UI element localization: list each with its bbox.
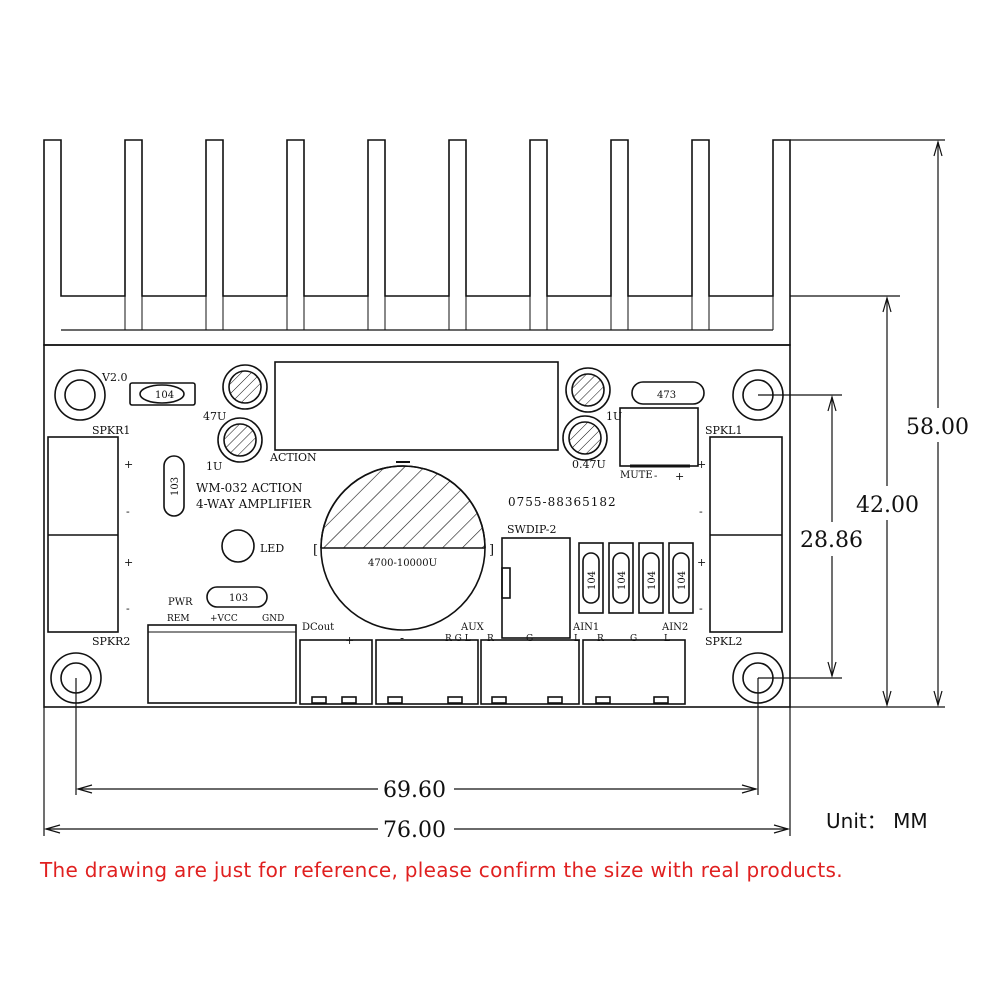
resistor-103-horizontal: [206, 586, 268, 608]
resistor-103-vertical-label: 103: [170, 477, 181, 496]
aux-minus: -: [400, 631, 404, 645]
spkl-plus-2: +: [697, 556, 706, 569]
width-total-label: 76.00: [383, 818, 446, 843]
ain2-connector: [582, 639, 686, 705]
pwr-label: PWR: [168, 597, 193, 608]
capacitor-47u: [222, 364, 268, 410]
mounting-hole-top-left: [54, 369, 106, 421]
dip-104-2: 104: [617, 571, 628, 590]
swdip-label: SWDIP-2: [507, 523, 557, 536]
swdip-switch: [501, 537, 571, 639]
ain2-label: AIN2: [661, 622, 688, 633]
board-outline: [43, 344, 791, 708]
led-label: LED: [260, 542, 284, 555]
ic-chip: [274, 361, 559, 451]
resistor-473-body: [631, 381, 705, 405]
pcb-board: [43, 344, 791, 708]
resistor-103-vertical: [163, 455, 185, 517]
ain2-l: L: [664, 634, 670, 644]
cap-1u-right-label: 1U: [606, 410, 622, 423]
mute-minus: -: [654, 471, 657, 482]
board-labels: V2.0 104 47U 1U ACTION 1U 0.47U 473 MUTE…: [92, 371, 742, 648]
bracket-left: [: [313, 543, 318, 558]
dimension-labels: 58.00 42.00 28.86 69.60 76.00 Unit： MM: [378, 408, 976, 843]
vcc-label: +VCC: [210, 614, 238, 624]
resistor-104-label: 104: [155, 390, 174, 401]
ain1-g: G: [526, 634, 533, 644]
phone-label: 0755-88365182: [508, 495, 617, 509]
height-total-label: 58.00: [906, 415, 969, 440]
aux-connector: [375, 639, 479, 705]
capacitor-1u-right: [565, 367, 611, 413]
dcout-plus: +: [345, 634, 354, 647]
speaker-connector-right-channel: [47, 436, 119, 633]
dcout-minus: -: [320, 635, 323, 646]
rem-label: REM: [167, 614, 190, 624]
dip-104-3: 104: [647, 571, 658, 590]
speaker-connector-left-channel: [709, 436, 783, 633]
width-holes-label: 69.60: [383, 778, 446, 803]
spkr-minus-1: -: [126, 505, 130, 518]
ain1-label: AIN1: [572, 622, 599, 633]
ain2-r: R: [597, 634, 604, 644]
spkr1-label: SPKR1: [92, 424, 130, 437]
ain1-connector: [480, 639, 580, 705]
unit-label: Unit： MM: [826, 809, 928, 833]
dcout-label: DCout: [302, 622, 334, 633]
reference-disclaimer: The drawing are just for reference, plea…: [40, 858, 843, 882]
ain2-g: G: [630, 634, 637, 644]
gnd-label: GND: [262, 614, 284, 624]
mute-plus: +: [675, 470, 684, 483]
spkr-minus-2: -: [126, 602, 130, 615]
capacitor-1u-left: [217, 417, 263, 463]
spkl1-label: SPKL1: [705, 424, 742, 437]
aux-label: AUX: [460, 622, 485, 633]
dcout-connector: [299, 639, 373, 705]
title-line-2: 4-WAY AMPLIFIER: [196, 497, 312, 511]
spkl-minus-1: -: [699, 505, 703, 518]
cap-47u-label: 47U: [203, 410, 226, 423]
spkr-plus-1: +: [124, 458, 133, 471]
dip-104-1: 104: [587, 571, 598, 590]
spkl-minus-2: -: [699, 602, 703, 615]
mute-switch: [619, 407, 699, 467]
dip-104-4: 104: [677, 571, 688, 590]
aux-pins-label: R G L: [445, 634, 471, 644]
resistor-104-body: [129, 382, 196, 406]
spkl2-label: SPKL2: [705, 635, 742, 648]
spkr2-label: SPKR2: [92, 635, 130, 648]
resistor-103-horizontal-label: 103: [229, 593, 248, 604]
heatsink: [43, 139, 791, 346]
spkl-plus-1: +: [697, 458, 706, 471]
height-board-label: 42.00: [856, 493, 919, 518]
cap-047u-label: 0.47U: [572, 458, 606, 471]
heatsink-fins-outline: [43, 139, 791, 346]
title-line-1: WM-032 ACTION: [196, 481, 302, 495]
capacitor-047u: [562, 415, 608, 461]
height-holes-label: 28.86: [800, 528, 863, 553]
bracket-right: ]: [489, 543, 494, 558]
led: [221, 529, 255, 563]
resistor-473-label: 473: [657, 390, 676, 401]
big-cap-label: 4700-10000U: [368, 558, 437, 569]
spkr-plus-2: +: [124, 556, 133, 569]
dip-resistor-array: [578, 542, 694, 614]
ain1-r: R: [487, 634, 494, 644]
ain1-l: L: [574, 634, 580, 644]
mute-label: MUTE: [620, 470, 653, 481]
action-label: ACTION: [269, 451, 317, 464]
main-capacitor: [320, 461, 486, 631]
power-terminal: [147, 624, 297, 704]
cap-1u-left-label: 1U: [206, 460, 222, 473]
version-label: V2.0: [101, 371, 127, 384]
